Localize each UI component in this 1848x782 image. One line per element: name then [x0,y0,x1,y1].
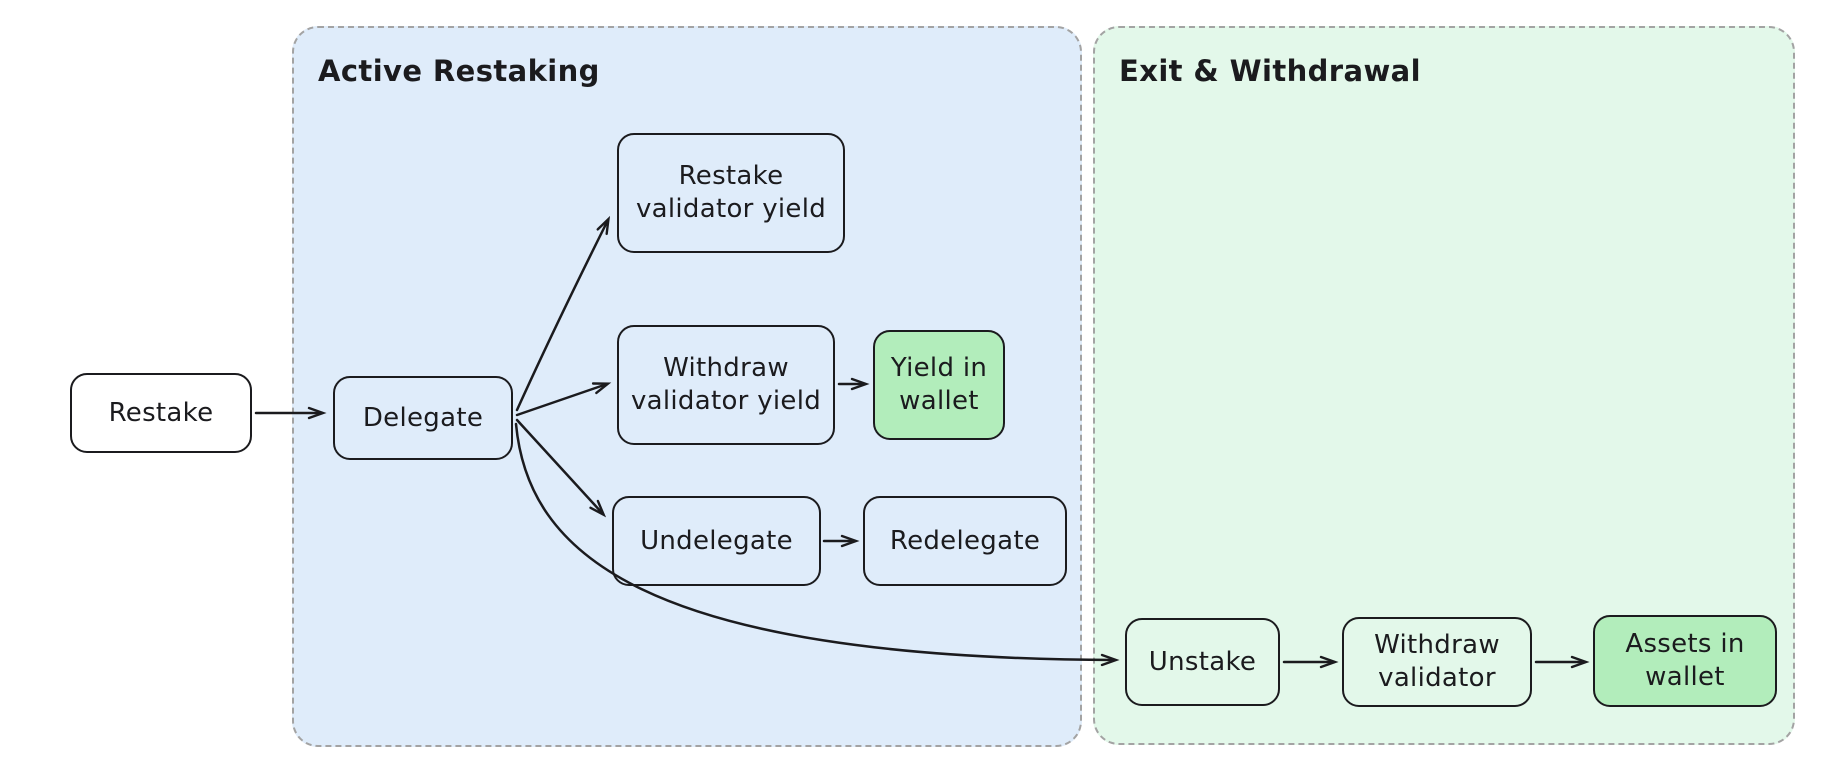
arrow-delegate-to-undelegate [515,418,607,518]
arrow-delegate-to-restake-validator-yield [515,215,611,412]
node-undelegate: Undelegate [612,496,821,586]
node-yield-in-wallet: Yield in wallet [873,330,1005,440]
node-restake: Restake [70,373,252,453]
arrow-delegate-to-unstake [514,422,1120,667]
node-redelegate: Redelegate [863,496,1067,586]
arrow-delegate-to-withdraw-validator-yield [515,382,612,417]
node-restake-validator-yield: Restake validator yield [617,133,845,253]
node-delegate: Delegate [333,376,513,460]
node-withdraw-validator-yield: Withdraw validator yield [617,325,835,445]
region-title-exit-withdrawal: Exit & Withdrawal [1119,54,1421,88]
node-unstake: Unstake [1125,618,1280,706]
node-assets-in-wallet: Assets in wallet [1593,615,1777,707]
node-withdraw-validator: Withdraw validator [1342,617,1532,707]
region-title-active-restaking: Active Restaking [318,54,600,88]
